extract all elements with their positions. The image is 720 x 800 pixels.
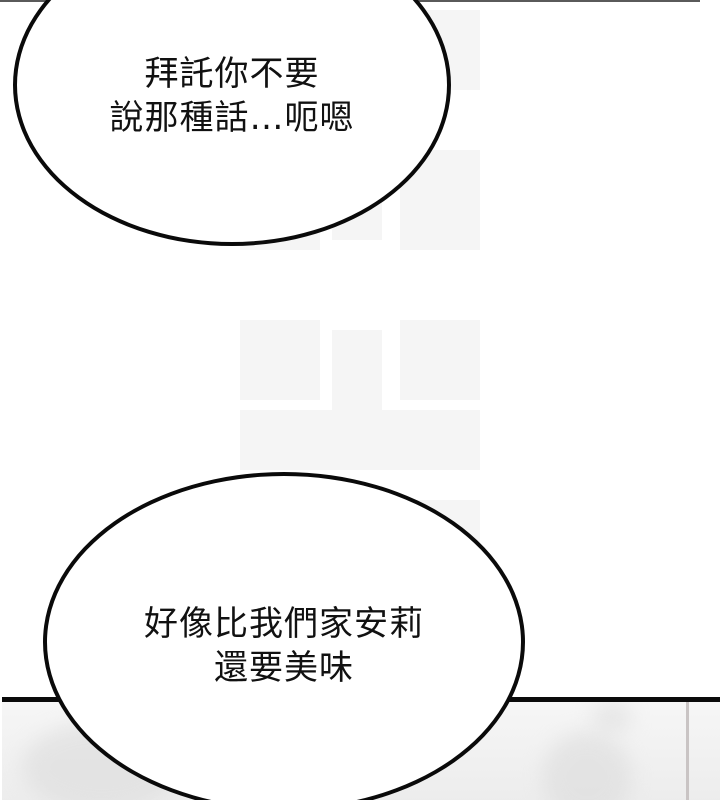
speech-line: 好像比我們家安莉 [144,604,424,644]
speech-bubble-bottom: 好像比我們家安莉 還要美味 [43,472,525,800]
speech-bubble-top: 拜託你不要 說那種話…呃嗯 [13,0,451,246]
speech-line: 還要美味 [214,648,354,688]
speech-line: 說那種話…呃嗯 [109,98,355,138]
speech-text-bottom: 好像比我們家安莉 還要美味 [47,602,521,690]
speech-text-top: 拜託你不要 說那種話…呃嗯 [17,52,447,140]
panel-divider [686,702,689,800]
speech-line: 拜託你不要 [144,54,320,94]
